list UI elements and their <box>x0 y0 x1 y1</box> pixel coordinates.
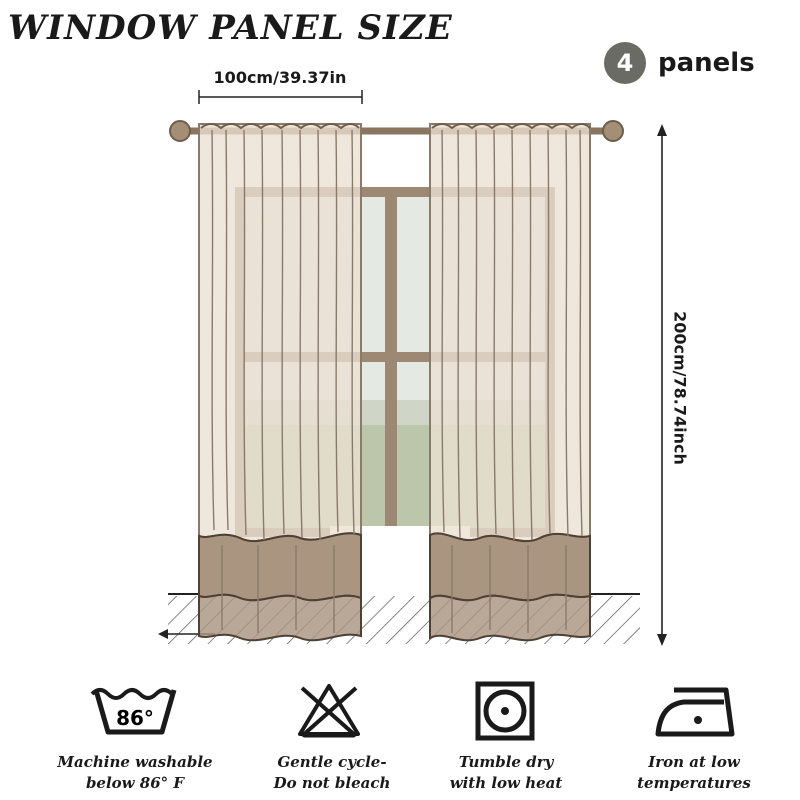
wash-temp-label: 86° <box>116 706 154 730</box>
care-caption-machine-wash: Machine washable below 86° F <box>57 753 213 792</box>
page-title: WINDOW PANEL SIZE <box>8 8 453 48</box>
height-dimension-line <box>657 124 667 646</box>
width-dimension-label: 100cm/39.37in <box>213 68 347 87</box>
panel-count-label: panels <box>658 48 755 78</box>
care-caption-iron: Iron at low temperatures <box>637 753 751 792</box>
machine-wash-icon: 86° <box>90 688 177 735</box>
curtain-illustration <box>158 90 667 646</box>
care-caption-no-bleach: Gentle cycle- Do not bleach <box>273 753 391 792</box>
no-bleach-icon <box>298 684 360 738</box>
width-dimension-line <box>198 90 363 104</box>
panel-count-badge: 4 panels <box>604 42 755 84</box>
curtain-panel-right <box>429 123 591 642</box>
curtain-panel-left <box>198 123 362 642</box>
iron-icon <box>655 687 735 737</box>
tumble-dry-icon <box>475 681 535 741</box>
care-caption-tumble-dry: Tumble dry with low heat <box>449 753 563 792</box>
panel-count-circle: 4 <box>604 42 646 84</box>
